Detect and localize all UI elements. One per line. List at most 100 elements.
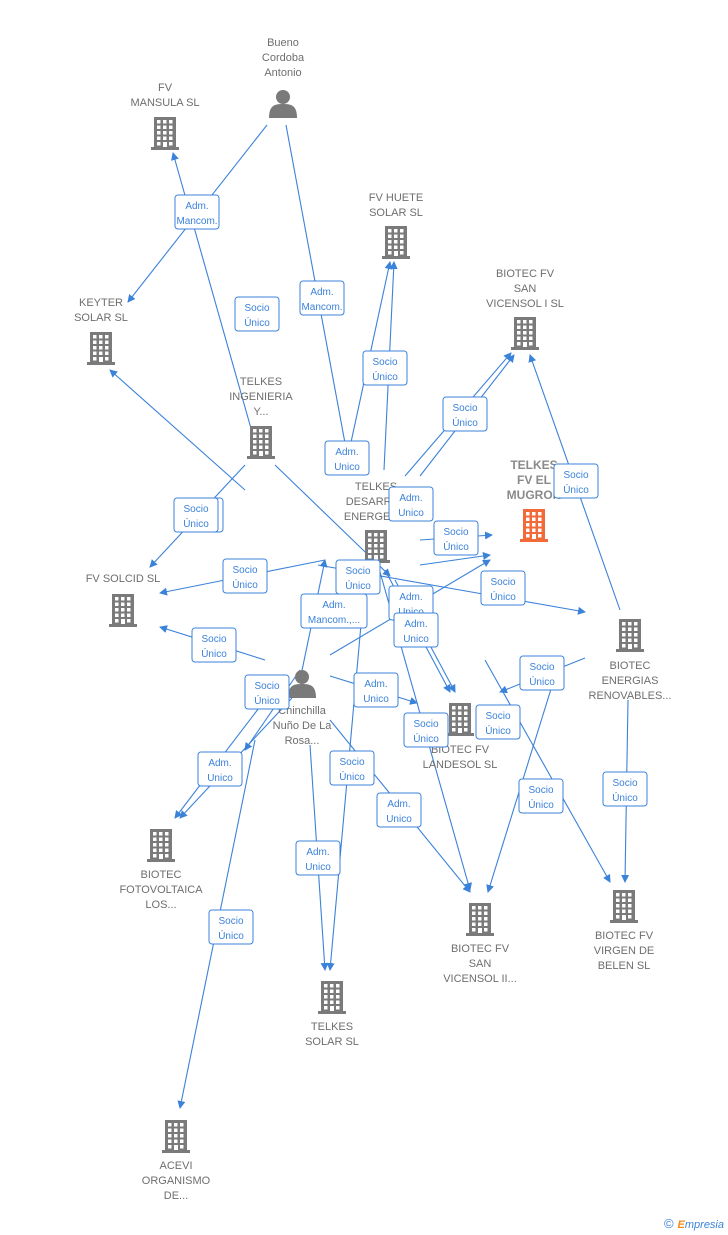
building-icon <box>109 594 137 627</box>
node-fotovoltaica[interactable]: BIOTECFOTOVOLTAICALOS... <box>119 829 203 911</box>
relation-text-2-0: Adm. <box>310 287 333 298</box>
node-label-energias-0: BIOTEC <box>610 660 651 672</box>
relation-labels-layer: Adm.Mancom.SocioÚnicoAdm.Mancom.SocioÚni… <box>173 194 648 945</box>
node-label-keyter-1: SOLAR SL <box>74 312 128 324</box>
edge-line-10 <box>109 369 246 491</box>
node-label-sanvicensol1-0: BIOTEC FV <box>496 268 555 280</box>
relation-label-2[interactable]: Adm.Mancom. <box>299 280 345 316</box>
relation-text-5-1: Unico <box>334 462 360 473</box>
relation-text-7-1: Unico <box>398 508 424 519</box>
relation-text-20-0: Socio <box>529 662 554 673</box>
relation-text-4-0: Socio <box>452 403 477 414</box>
relation-text-11-0: Socio <box>232 565 257 576</box>
relation-text-27-1: Unico <box>305 862 331 873</box>
building-icon <box>511 317 539 350</box>
node-label-bueno-1: Cordoba <box>262 52 305 64</box>
node-label-mugron-1: FV EL <box>517 473 551 487</box>
copyright-symbol: © <box>663 1216 674 1231</box>
relation-text-10-1: Único <box>443 540 469 553</box>
relation-text-29-0: Socio <box>218 916 243 927</box>
node-label-mugron-2: MUGRON <box>507 488 562 502</box>
relation-label-27[interactable]: Adm.Unico <box>295 840 341 876</box>
edge-line-15 <box>419 552 491 566</box>
node-label-ingenieria-0: TELKES <box>240 376 282 388</box>
relation-text-22-1: Único <box>485 724 511 737</box>
relation-text-28-1: Único <box>612 791 638 804</box>
relation-text-18-0: Socio <box>254 681 279 692</box>
relation-text-5-0: Adm. <box>335 447 358 458</box>
relation-label-19[interactable]: Adm.Unico <box>353 672 399 708</box>
relation-text-10-0: Socio <box>443 527 468 538</box>
node-keyter[interactable]: KEYTER SOLAR SL <box>74 297 128 365</box>
relation-text-9-1: Único <box>183 517 209 530</box>
relation-text-25-0: Socio <box>528 785 553 796</box>
node-label-huete-1: SOLAR SL <box>369 207 423 219</box>
relation-text-3-0: Socio <box>372 357 397 368</box>
relation-label-16[interactable]: Adm.Unico <box>393 612 439 648</box>
relation-label-26[interactable]: Adm.Unico <box>376 792 422 828</box>
relation-label-0[interactable]: Adm.Mancom. <box>174 194 220 230</box>
relation-text-16-0: Adm. <box>404 619 427 630</box>
node-label-energias-1: ENERGIAS <box>602 675 659 687</box>
node-label-bueno-0: Bueno <box>267 37 299 49</box>
building-icon <box>151 117 179 150</box>
node-label-desarrollos-0: TELKES <box>355 481 397 493</box>
node-label-acevi-2: DE... <box>164 1190 188 1202</box>
node-label-energias-2: RENOVABLES... <box>589 690 672 702</box>
node-acevi[interactable]: ACEVIORGANISMODE... <box>142 1120 211 1202</box>
node-solcid[interactable]: FV SOLCID SL <box>86 573 161 627</box>
node-label-sanvicensol2-1: SAN <box>469 958 492 970</box>
relation-text-24-0: Socio <box>339 757 364 768</box>
relation-text-17-1: Único <box>201 647 227 660</box>
node-energias[interactable]: BIOTEC ENERGIAS RENOVABLES... <box>589 619 672 702</box>
footer-brand[interactable]: ©Empresia <box>664 1216 724 1231</box>
node-label-acevi-0: ACEVI <box>159 1160 192 1172</box>
relation-label-7[interactable]: Adm.Unico <box>388 486 434 522</box>
relation-text-13-1: Mancom.,... <box>308 615 360 626</box>
building-icon <box>382 226 410 259</box>
relation-label-23[interactable]: Adm.Unico <box>197 751 243 787</box>
building-icon <box>446 703 474 736</box>
relation-text-21-1: Único <box>413 732 439 745</box>
node-label-keyter-0: KEYTER <box>79 297 123 309</box>
node-label-mugron-0: TELKES <box>510 458 557 472</box>
relation-label-13[interactable]: Adm. Mancom.,... <box>300 593 368 629</box>
relation-text-24-1: Único <box>339 770 365 783</box>
relation-text-19-1: Unico <box>363 694 389 705</box>
relation-text-13-0: Adm. <box>322 600 345 611</box>
relation-text-0-1: Mancom. <box>176 216 217 227</box>
relation-label-5[interactable]: Adm. Unico <box>324 440 370 476</box>
relation-text-15-0: Socio <box>490 577 515 588</box>
node-ingenieria[interactable]: TELKESINGENIERIAY... <box>229 376 293 459</box>
relation-text-15-1: Único <box>490 590 516 603</box>
